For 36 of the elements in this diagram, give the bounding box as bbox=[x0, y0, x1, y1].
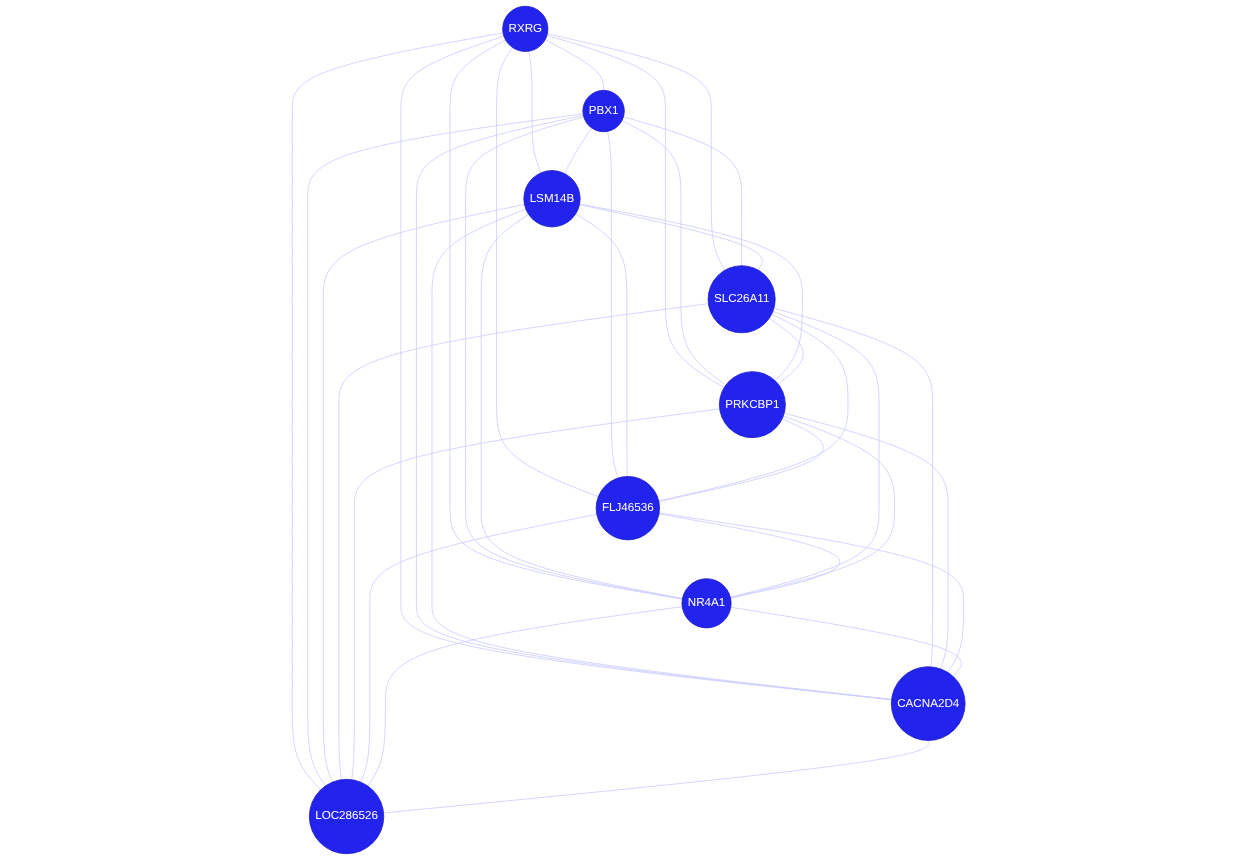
connector bbox=[575, 213, 628, 477]
connector bbox=[496, 47, 600, 498]
connector bbox=[659, 513, 841, 599]
connector bbox=[579, 203, 804, 382]
connector bbox=[659, 512, 965, 673]
connector bbox=[307, 113, 584, 787]
connector bbox=[730, 415, 896, 599]
connector bbox=[528, 50, 542, 174]
connector bbox=[730, 606, 963, 677]
connector bbox=[292, 32, 504, 791]
connector bbox=[784, 412, 949, 670]
connector bbox=[400, 35, 893, 701]
connector bbox=[564, 127, 593, 174]
connector bbox=[360, 513, 598, 783]
connector bbox=[431, 208, 893, 700]
connector bbox=[383, 740, 929, 814]
connector bbox=[323, 204, 526, 783]
connector bbox=[730, 310, 880, 598]
connector bbox=[607, 131, 619, 479]
connector bbox=[465, 116, 684, 600]
connector bbox=[579, 204, 763, 271]
connector bbox=[769, 318, 804, 385]
connector bbox=[658, 313, 849, 502]
connector bbox=[545, 39, 605, 91]
connector bbox=[351, 408, 721, 781]
connector bbox=[450, 39, 684, 600]
connector bbox=[367, 606, 683, 787]
connector bbox=[546, 35, 725, 388]
connector bbox=[623, 116, 743, 267]
connector bbox=[621, 120, 727, 386]
connector bbox=[773, 307, 934, 668]
connector bbox=[481, 214, 684, 599]
connector bbox=[658, 418, 825, 502]
connector bbox=[547, 33, 726, 271]
connector bbox=[416, 115, 893, 700]
connector bbox=[338, 303, 710, 781]
